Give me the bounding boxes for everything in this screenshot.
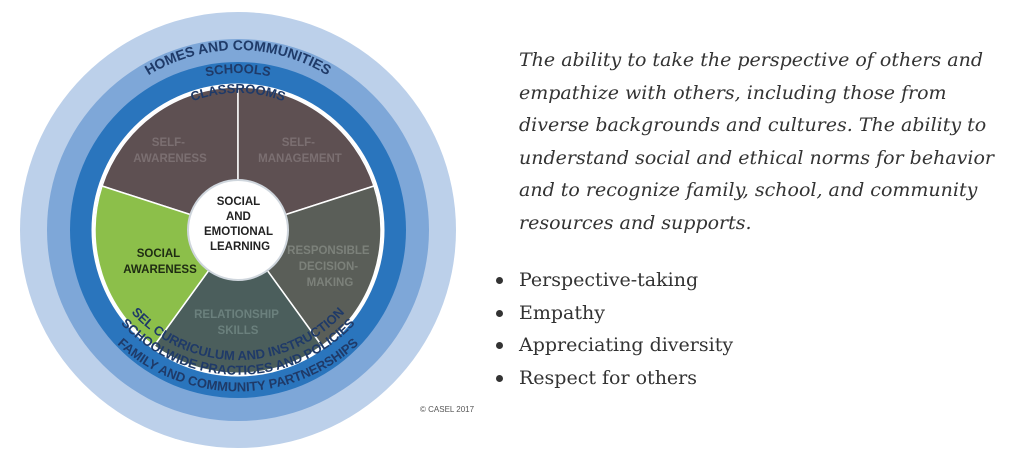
center-circle [187,179,289,281]
casel-wheel-diagram: SOCIAL AND EMOTIONAL LEARNING SELF- AWAR… [20,12,475,448]
list-item: Appreciating diversity [494,329,733,362]
label-relationship-skills: RELATIONSHIP SKILLS [194,309,282,337]
label-responsible-decision-making: RESPONSIBLE DECISION- MAKING [287,245,373,289]
ring-separator [91,83,385,377]
list-item: Perspective-taking [494,264,733,297]
list-item: Empathy [494,297,733,330]
label-self-awareness: SELF- AWARENESS [133,137,207,165]
copyright-label: © CASEL 2017 [420,405,475,414]
competency-description: The ability to take the perspective of o… [519,49,994,234]
ring-label-schools: SCHOOLS [204,61,273,79]
slice-relationship-skills [152,228,324,374]
list-item: Respect for others [494,362,733,395]
center-label: SOCIAL AND EMOTIONAL LEARNING [204,196,276,253]
skills-list: Perspective-taking Empathy Appreciating … [494,264,733,394]
label-social-awareness: SOCIAL AWARENESS [123,248,197,276]
label-self-management: SELF- MANAGEMENT [258,137,342,165]
